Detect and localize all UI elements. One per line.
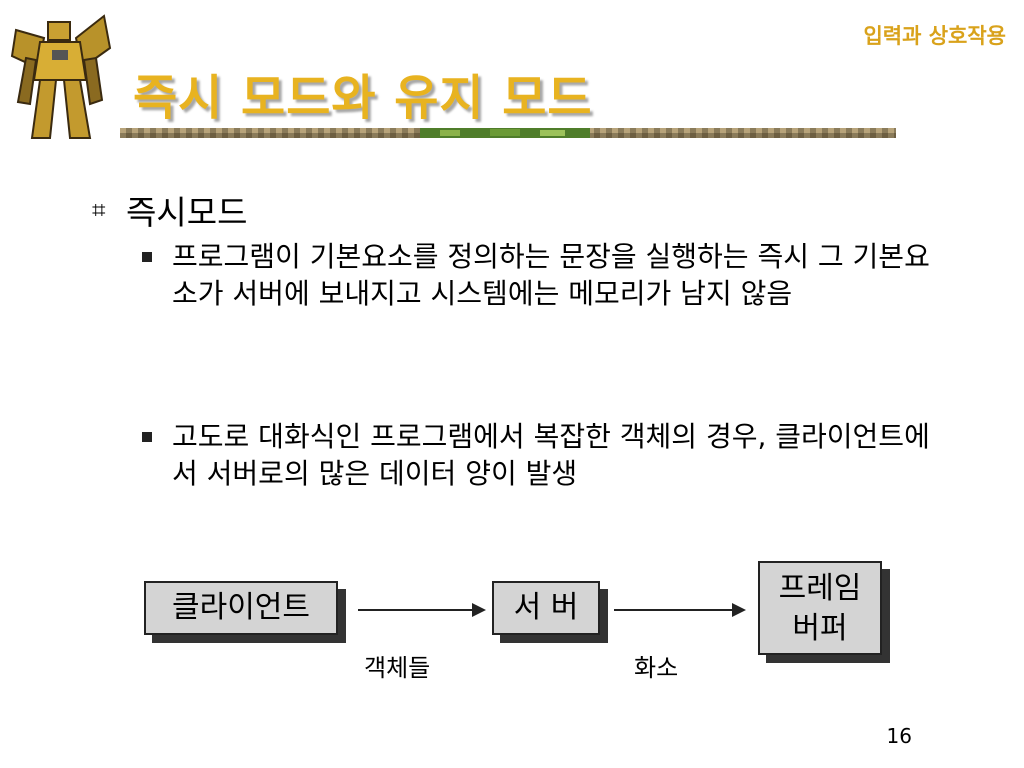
- sub-bullet-text: 프로그램이 기본요소를 정의하는 문장을 실행하는 즉시 그 기본요소가 서버에…: [172, 240, 930, 310]
- framebuffer-label-line2: 버퍼: [792, 611, 848, 646]
- edge-label-pixels: 화소: [634, 654, 679, 682]
- server-box: 서 버: [492, 581, 600, 635]
- client-label: 클라이언트: [172, 590, 310, 625]
- page-number: 16: [886, 724, 912, 748]
- sub-bullet-1: 프로그램이 기본요소를 정의하는 문장을 실행하는 즉시 그 기본요소가 서버에…: [142, 238, 952, 312]
- square-bullet-icon: [142, 432, 152, 442]
- title-divider: [120, 128, 896, 138]
- framebuffer-box: 프레임 버퍼: [758, 561, 882, 655]
- framebuffer-label-line1: 프레임: [778, 571, 862, 606]
- arrow-client-to-server: [358, 603, 486, 617]
- sub-bullet-2: 고도로 대화식인 프로그램에서 복잡한 객체의 경우, 클라이언트에서 서버로의…: [142, 418, 952, 492]
- slide-subtitle: 입력과 상호작용: [863, 24, 1006, 48]
- slide-title: 즉시 모드와 유지 모드: [133, 70, 593, 126]
- edge-label-objects: 객체들: [364, 654, 431, 682]
- bullet-heading: 즉시모드: [126, 193, 248, 232]
- robot-image: [4, 8, 116, 144]
- server-label: 서 버: [513, 590, 579, 625]
- client-box: 클라이언트: [144, 581, 338, 635]
- square-bullet-icon: [142, 252, 152, 262]
- bullet-immediate-mode: ⌗ 즉시모드: [92, 186, 247, 234]
- hash-bullet-icon: ⌗: [92, 196, 106, 224]
- sub-bullet-text: 고도로 대화식인 프로그램에서 복잡한 객체의 경우, 클라이언트에서 서버로의…: [172, 420, 930, 490]
- arrow-server-to-framebuffer: [614, 603, 746, 617]
